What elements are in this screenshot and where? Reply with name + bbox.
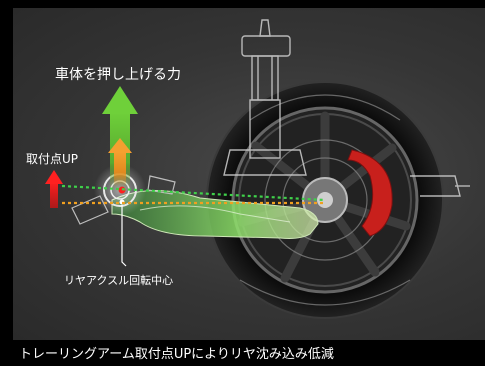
axle-label-leader (121, 205, 127, 267)
rear-wheel (206, 81, 444, 319)
lift-force-label: 車体を押し上げる力 (55, 67, 181, 83)
arrow-up-icon (45, 170, 63, 208)
arrow-up-icon (108, 138, 132, 186)
mount-point-up-label: 取付点UP (26, 152, 79, 166)
rear-axle-center-label: リヤアクスル回転中心 (64, 274, 174, 287)
brake-caliper (347, 149, 393, 237)
damper-assembly (223, 19, 470, 197)
figure-caption: トレーリングアーム取付点UPによりリヤ沈み込み低減 (19, 347, 334, 362)
trailing-arm (111, 190, 319, 239)
new-height-line (61, 184, 326, 202)
